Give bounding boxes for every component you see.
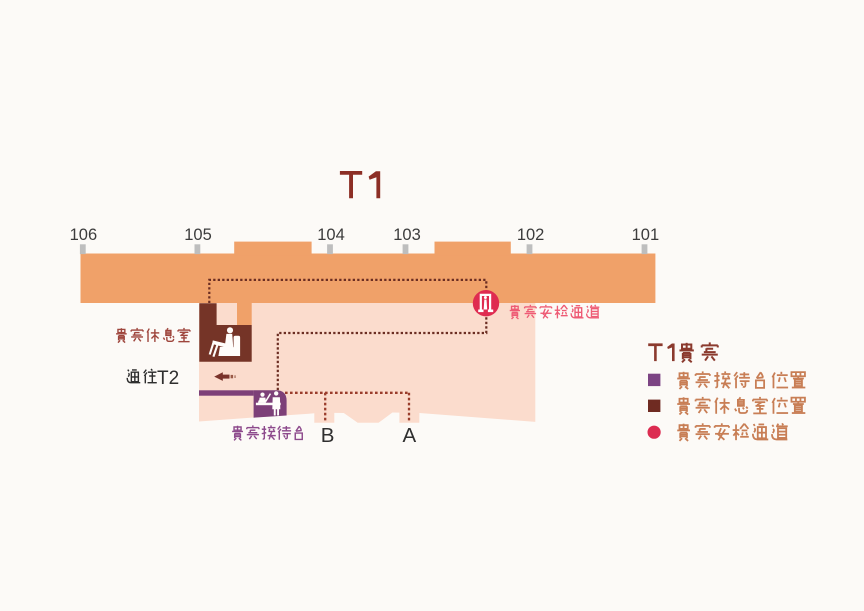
svg-text:101: 101 [632,226,660,244]
svg-text:103: 103 [393,226,421,244]
svg-text:104: 104 [317,226,345,244]
svg-text:106: 106 [70,226,98,244]
svg-text:102: 102 [517,226,545,244]
svg-text:T2: T2 [157,368,179,389]
svg-text:A: A [402,424,416,447]
svg-text:105: 105 [184,226,212,244]
svg-text:B: B [321,424,335,447]
